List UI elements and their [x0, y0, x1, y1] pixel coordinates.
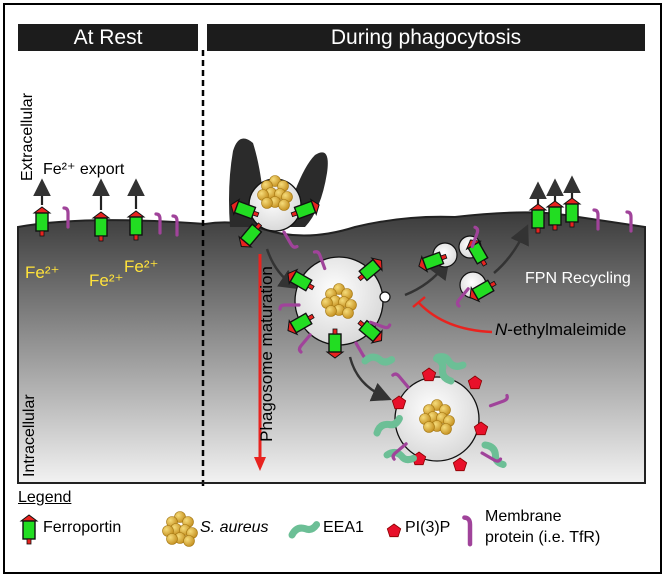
n-ethylmaleimide-label: N-ethylmaleimide — [495, 320, 626, 340]
legend-title: Legend — [18, 489, 72, 506]
legend-s-aureus-icon — [162, 511, 198, 547]
bacteria-cup — [257, 175, 293, 211]
legend-membrane-protein-label-1: Membrane — [485, 508, 562, 525]
legend-ferroportin-label: Ferroportin — [43, 519, 122, 536]
inhibition-arrow — [412, 296, 493, 334]
fe-ion-label: Fe²⁺ — [25, 263, 60, 282]
maturation-arrow — [254, 254, 266, 471]
header-during-phagocytosis: During phagocytosis — [207, 24, 645, 51]
intracellular-label: Intracellular — [21, 394, 38, 477]
n-ethylmaleimide-italic: N — [495, 320, 508, 339]
legend-membrane-protein-icon — [464, 518, 470, 545]
fpn-recycling-label: FPN Recycling — [525, 270, 631, 287]
fe-ion-label: Fe²⁺ — [124, 257, 159, 276]
fe-ion-label: Fe²⁺ — [89, 271, 124, 290]
legend-eea1-icon — [291, 525, 318, 535]
header-at-rest: At Rest — [18, 24, 198, 51]
legend-membrane-protein-label-2: protein (i.e. TfR) — [485, 529, 601, 546]
figure-frame: At Rest During phagocytosis Extracellula… — [3, 3, 662, 574]
legend-ferroportin-icon — [20, 514, 38, 545]
legend-eea1-label: EEA1 — [323, 519, 364, 536]
phagosome-maturation-label: Phagosome maturation — [257, 266, 276, 442]
legend-pi3p-icon — [386, 523, 402, 538]
phagocytosis-diagram — [17, 50, 646, 547]
n-ethylmaleimide-rest: -ethylmaleimide — [507, 320, 627, 339]
legend-pi3p-label: PI(3)P — [405, 519, 451, 536]
extracellular-label: Extracellular — [19, 92, 36, 181]
export-arrows — [33, 178, 145, 210]
legend-s-aureus-label: S. aureus — [200, 519, 269, 536]
fe-export-label: Fe²⁺ export — [43, 161, 125, 178]
recycling-vesicles — [415, 225, 501, 308]
export-arrows-right — [529, 175, 581, 205]
phagosome-bud — [379, 291, 391, 303]
